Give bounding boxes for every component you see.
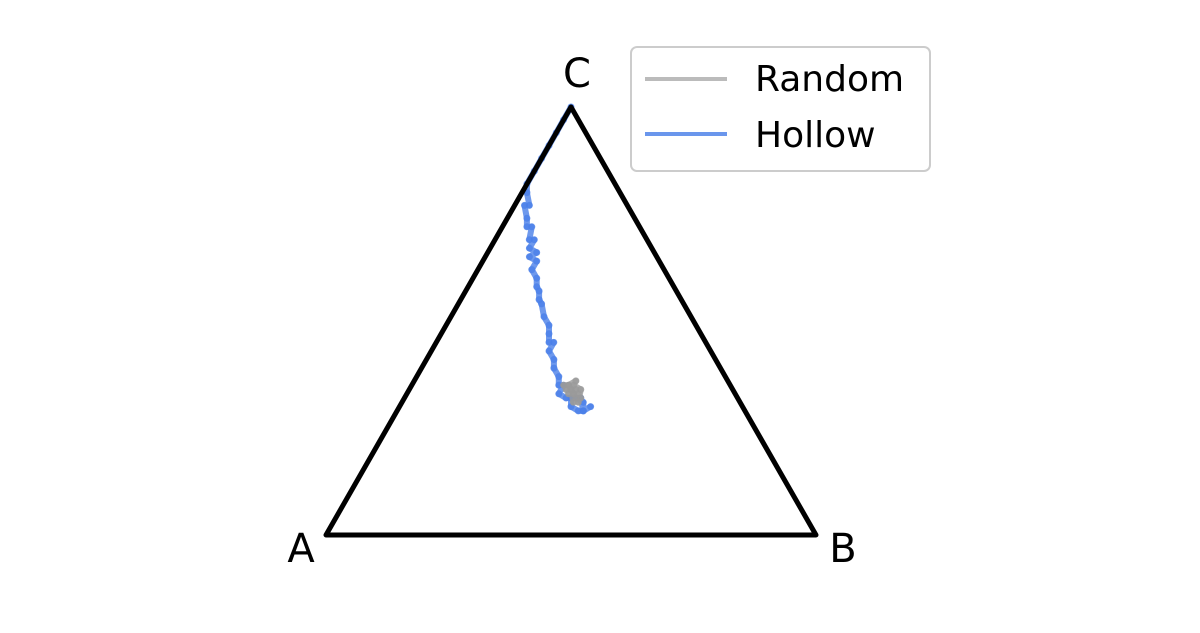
data-point-hollow <box>574 407 582 415</box>
data-point-hollow <box>535 287 543 295</box>
data-point-hollow <box>523 214 531 222</box>
data-point-hollow <box>545 330 553 338</box>
data-point-hollow <box>525 236 533 244</box>
data-point-hollow <box>533 249 541 256</box>
data-point-hollow <box>545 347 553 355</box>
data-point-hollow <box>550 364 558 372</box>
vertex-label-b: B <box>829 526 856 572</box>
data-point-hollow <box>533 257 541 265</box>
series-random <box>560 377 585 406</box>
legend-label-random: Random <box>755 59 904 100</box>
data-point-hollow <box>523 223 531 231</box>
vertex-label-a: A <box>287 526 315 572</box>
triangle-outline <box>323 104 819 538</box>
data-point-hollow <box>555 373 563 381</box>
series-layer <box>521 103 595 415</box>
data-point-hollow <box>530 236 538 244</box>
data-point-hollow <box>521 201 528 209</box>
legend-label-hollow: Hollow <box>755 115 876 156</box>
data-point-hollow <box>550 338 558 346</box>
data-point-random <box>574 398 582 406</box>
data-point-hollow <box>555 381 563 389</box>
data-point-hollow <box>525 244 533 252</box>
data-point-hollow <box>540 313 548 321</box>
data-point-hollow <box>545 321 553 329</box>
data-point-random <box>562 386 570 393</box>
data-point-random <box>574 390 582 398</box>
data-point-hollow <box>587 403 595 411</box>
data-point-hollow <box>525 253 533 261</box>
data-point-hollow <box>528 266 536 274</box>
legend: Random Hollow <box>630 46 931 172</box>
data-point-hollow <box>579 407 587 415</box>
data-point-hollow <box>555 390 563 398</box>
data-point-hollow <box>538 300 546 308</box>
series-hollow <box>521 103 595 415</box>
data-point-random <box>567 386 575 393</box>
vertex-label-c: C <box>563 51 591 97</box>
data-point-hollow <box>550 356 558 363</box>
data-point-hollow <box>533 274 541 282</box>
data-point-hollow <box>545 338 553 346</box>
data-point-hollow <box>525 201 533 209</box>
data-point-hollow <box>528 223 536 231</box>
